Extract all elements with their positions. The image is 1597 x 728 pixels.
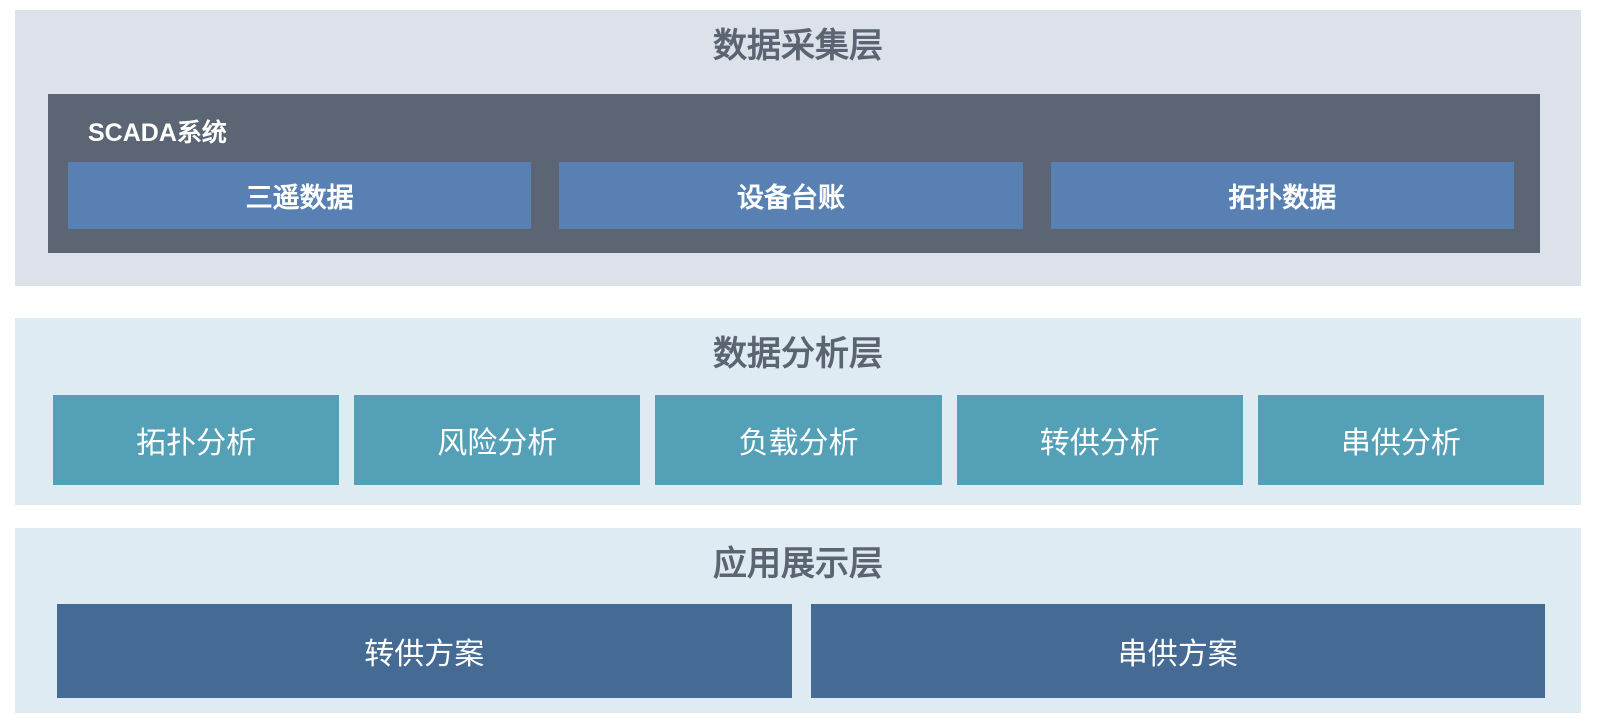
- layer-title-data-analysis: 数据分析层: [713, 335, 883, 373]
- analysis-item-risk: 风险分析: [354, 395, 641, 485]
- scada-system-label: SCADA系统: [88, 119, 227, 147]
- layer-title-application-display: 应用展示层: [713, 545, 883, 583]
- layer-application-display: 应用展示层 转供方案 串供方案: [15, 528, 1581, 713]
- scada-item-topology-data: 拓扑数据: [1050, 162, 1514, 229]
- layer-data-collection: 数据采集层 SCADA系统 三遥数据 设备台账 拓扑数据: [15, 10, 1581, 286]
- analysis-item-topology: 拓扑分析: [53, 395, 340, 485]
- layer-data-analysis: 数据分析层 拓扑分析 风险分析 负载分析 转供分析 串供分析: [15, 318, 1581, 505]
- analysis-item-transfer-supply: 转供分析: [956, 395, 1243, 485]
- analysis-item-serial-supply: 串供分析: [1257, 395, 1545, 485]
- scada-item-equipment-ledger: 设备台账: [559, 162, 1023, 229]
- application-item-serial-supply-plan: 串供方案: [810, 604, 1545, 698]
- analysis-item-load: 负载分析: [655, 395, 942, 485]
- application-item-transfer-supply-plan: 转供方案: [57, 604, 792, 698]
- scada-item-telemetry-data: 三遥数据: [68, 162, 532, 229]
- layer-title-data-collection: 数据采集层: [713, 27, 883, 65]
- scada-data-row: 三遥数据 设备台账 拓扑数据: [68, 162, 1514, 229]
- analysis-row: 拓扑分析 风险分析 负载分析 转供分析 串供分析: [53, 395, 1545, 485]
- application-row: 转供方案 串供方案: [57, 604, 1545, 698]
- scada-system-group: SCADA系统 三遥数据 设备台账 拓扑数据: [48, 94, 1540, 253]
